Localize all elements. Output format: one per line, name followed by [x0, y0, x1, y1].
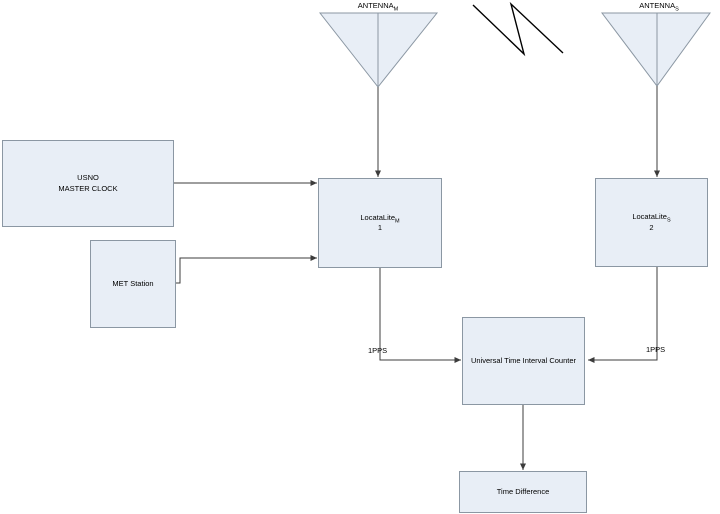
pps-label-right: 1PPS [646, 345, 666, 354]
locatalite-s-label-text: LocataLite [632, 212, 667, 221]
connector-locatalite2-to-counter [588, 267, 658, 363]
locatalite-s-number: 2 [649, 222, 654, 232]
locatalite-s-box: LocataLiteS 2 [595, 178, 708, 267]
time-difference-label: Time Difference [496, 486, 550, 496]
time-difference-box: Time Difference [459, 471, 587, 513]
locatalite-m-label-text: LocataLite [360, 212, 396, 222]
locatalite-s-label-sub: S [666, 217, 671, 224]
locatalite-m-box: LocataLiteM 1 [318, 178, 442, 268]
usno-line1: USNO [77, 173, 99, 182]
wireless-link-icon [472, 1, 564, 57]
antenna-s-label-text: ANTENNA [639, 1, 676, 10]
locatalite-m-number: 1 [377, 223, 383, 232]
antenna-s-icon [600, 12, 711, 87]
pps-label-left: 1PPS [368, 346, 388, 355]
met-station-label: MET Station [112, 278, 154, 288]
usno-master-clock-box: USNO MASTER CLOCK [2, 140, 174, 227]
utic-label: Universal Time Interval Counter [470, 355, 577, 365]
antenna-s-label: ANTENNAS [639, 1, 679, 13]
universal-time-interval-counter-box: Universal Time Interval Counter [462, 317, 585, 405]
antenna-s-label-sub: S [675, 6, 679, 13]
antenna-m-label: ANTENNAM [357, 1, 399, 13]
connector-locatalite1-to-counter [379, 268, 461, 363]
antenna-m-label-sub: M [393, 6, 399, 13]
locatalite-m-label: LocataLiteM [360, 213, 399, 224]
connector-met-to-locatalite1 [176, 255, 317, 284]
locatalite-s-label: LocataLiteS [632, 212, 670, 223]
usno-line2: MASTER CLOCK [58, 183, 118, 193]
locatalite-m-label-sub: M [395, 218, 400, 224]
antenna-m-label-text: ANTENNA [357, 1, 394, 10]
met-station-box: MET Station [90, 240, 176, 328]
